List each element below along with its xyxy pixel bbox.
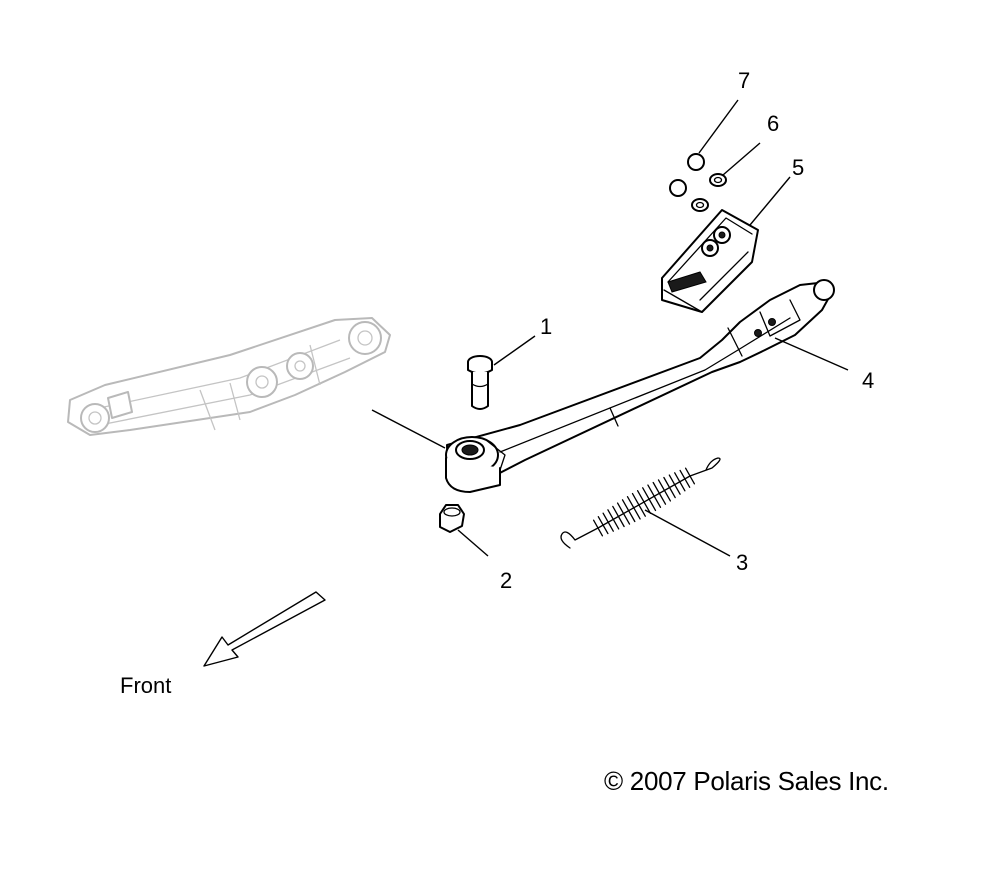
spring-coil: [674, 472, 686, 492]
leader-2: [457, 529, 489, 557]
spring-coil: [612, 505, 625, 528]
spring-coil: [602, 512, 614, 532]
spring-coil: [592, 519, 604, 537]
spring-coil: [616, 502, 631, 525]
spring-coil: [668, 474, 681, 495]
spring-coil: [621, 499, 636, 523]
leader-7: [698, 99, 739, 154]
spring-coil: [607, 509, 620, 530]
callout-4: 4: [862, 368, 874, 393]
leader-lines: [371, 99, 849, 557]
kickstand: [445, 279, 835, 493]
spring-coil: [647, 484, 662, 508]
callout-5: 5: [792, 155, 804, 180]
callout-6: 6: [767, 111, 779, 136]
leader-4: [774, 337, 849, 371]
front-label: Front: [120, 673, 172, 698]
leader-1: [493, 335, 536, 366]
foot-pad-bracket: [661, 209, 759, 313]
leader-pivot: [371, 409, 446, 449]
spring-coil: [626, 496, 641, 520]
spring-coil: [657, 479, 672, 502]
front-arrow-icon: [203, 591, 326, 667]
spring-coil: [597, 516, 609, 535]
leader-3: [644, 509, 731, 557]
leader-6: [722, 142, 761, 176]
spring-coil: [631, 492, 646, 517]
spring-coil: [652, 481, 667, 505]
ghosted-frame-linkage: [67, 317, 391, 436]
callout-7: 7: [738, 68, 750, 93]
copyright-notice: © 2007 Polaris Sales Inc.: [604, 766, 889, 796]
spring-coil: [684, 467, 696, 485]
callout-numbers: 1 2 3 4 5 6 7: [500, 68, 874, 593]
spring-coil: [679, 469, 691, 488]
spring-coil: [642, 487, 657, 512]
spring-coil: [636, 490, 652, 514]
callout-2: 2: [500, 568, 512, 593]
spring-coil: [663, 476, 676, 499]
callout-3: 3: [736, 550, 748, 575]
nut: [439, 504, 465, 533]
callout-1: 1: [540, 314, 552, 339]
pivot-bolt: [467, 355, 493, 410]
leader-5: [749, 176, 791, 226]
washers-and-caps: [669, 153, 727, 212]
return-spring: [560, 457, 721, 549]
